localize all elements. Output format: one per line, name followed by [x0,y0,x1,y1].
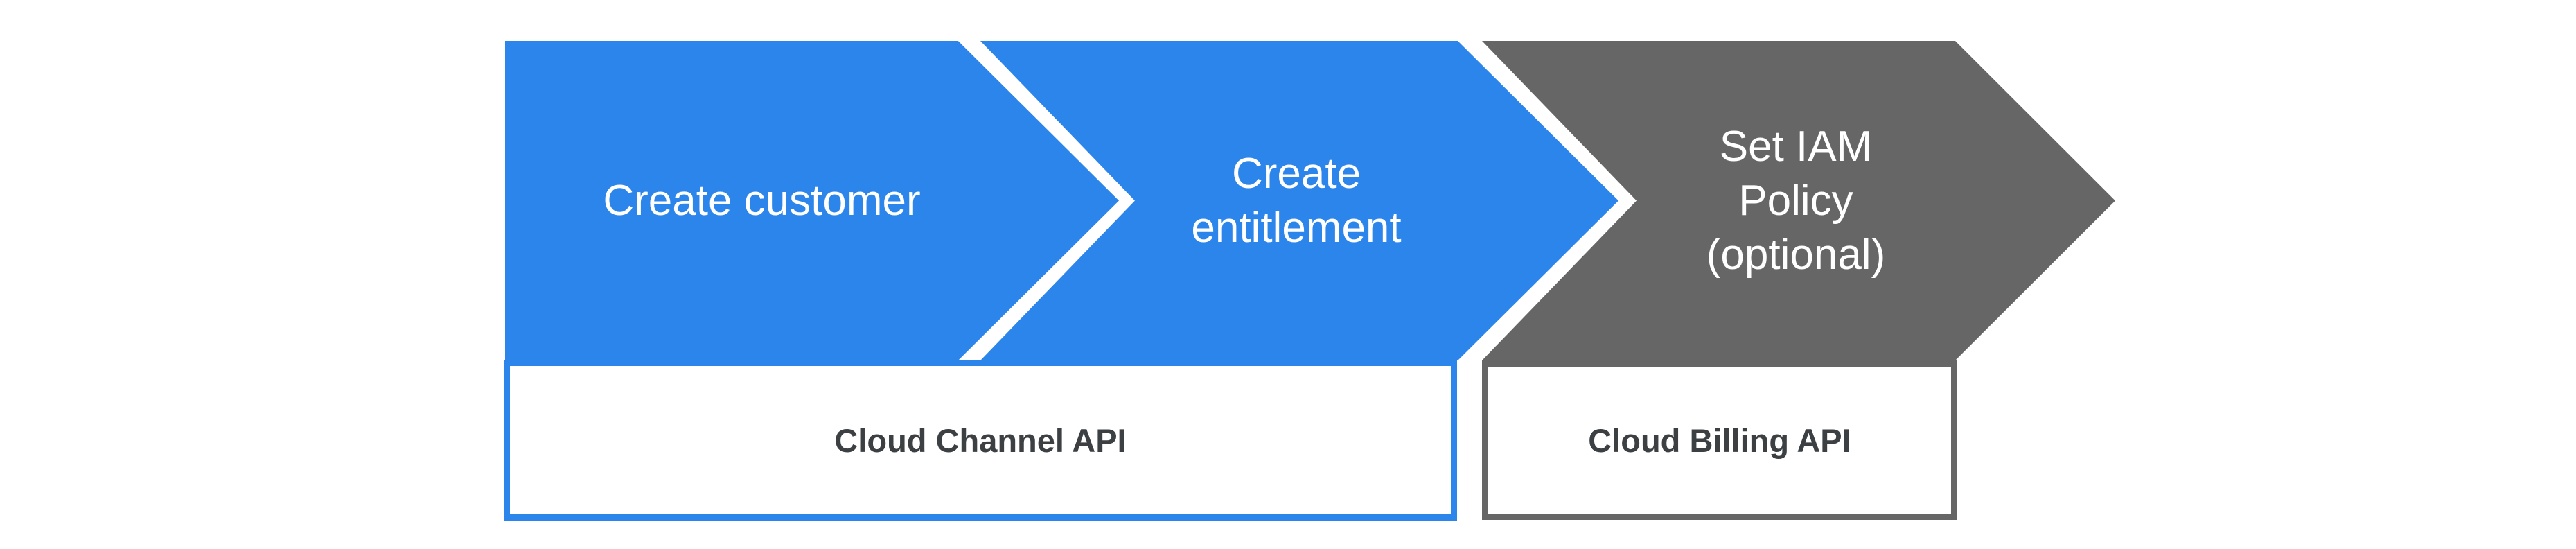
step-label-line: (optional) [1706,230,1886,279]
step-label-line: Create [1231,149,1361,198]
step-label-set-iam-policy: Set IAM Policy (optional) [1706,120,1885,282]
api-box-cloud-billing: Cloud Billing API [1482,360,1957,520]
step-label-line: Create customer [603,176,921,225]
step-label-create-customer: Create customer [603,174,920,228]
step-label-create-entitlement: Create entitlement [1191,147,1401,255]
api-box-label: Cloud Billing API [1588,421,1851,459]
step-label-line: entitlement [1191,203,1402,252]
step-label-line: Policy [1738,176,1853,225]
api-box-cloud-channel: Cloud Channel API [504,360,1457,521]
step-label-line: Set IAM [1719,122,1873,171]
api-box-label: Cloud Channel API [834,421,1127,459]
